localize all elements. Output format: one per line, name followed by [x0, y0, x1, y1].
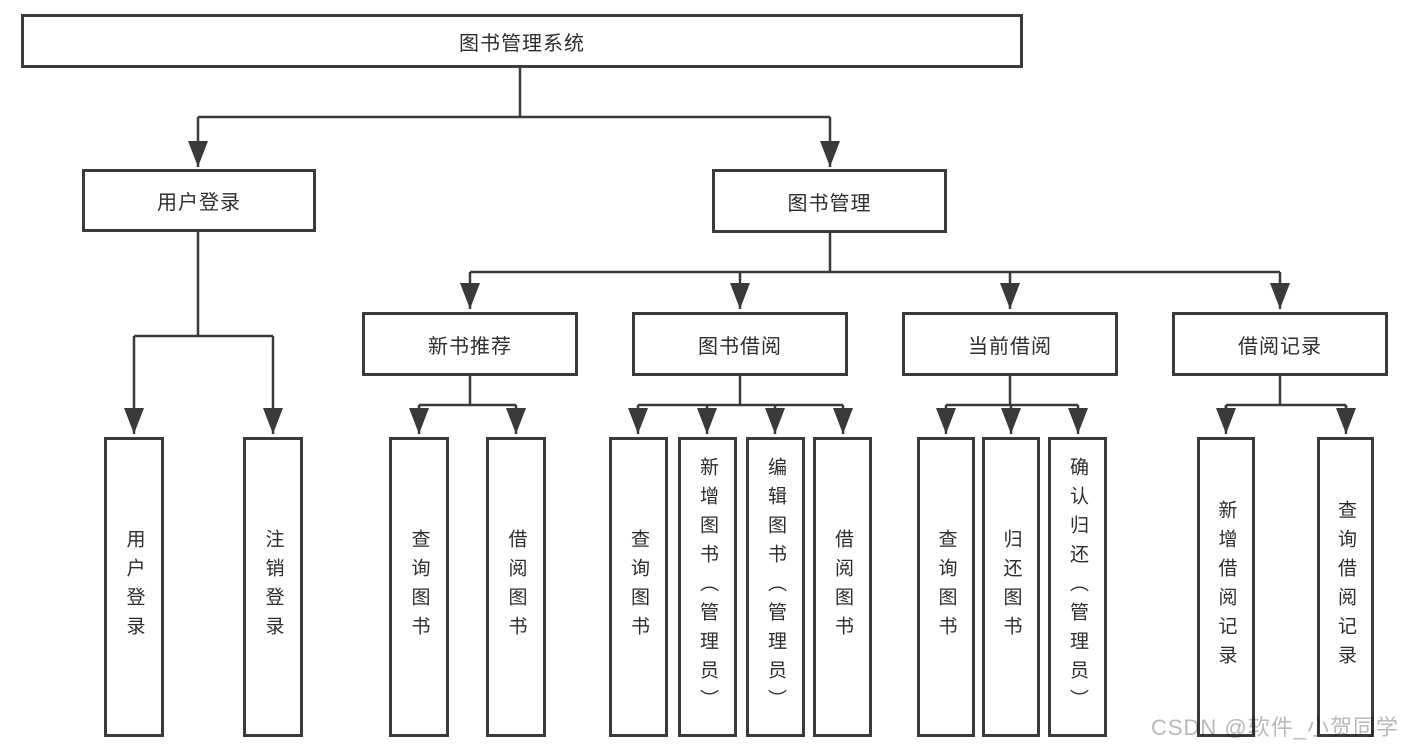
node-label: 当前借阅 — [968, 335, 1052, 358]
leaf-logout: 注销登录 — [243, 437, 303, 737]
leaf-query-borrow-record: 查询借阅记录 — [1317, 437, 1374, 737]
leaf-borrow-books-1: 借阅图书 — [486, 437, 546, 737]
node-label: 图书借阅 — [698, 335, 782, 358]
leaf-return-book: 归还图书 — [982, 437, 1040, 737]
node-book-management: 图书管理 — [712, 169, 947, 233]
leaf-confirm-return-admin: 确认归还（管理员） — [1048, 437, 1107, 737]
node-label: 查询借阅记录 — [1335, 500, 1356, 674]
node-label: 借阅图书 — [832, 529, 853, 645]
node-label: 新增借阅记录 — [1215, 500, 1237, 674]
leaf-edit-book-admin: 编辑图书（管理员） — [746, 437, 805, 737]
node-label: 查询图书 — [935, 529, 957, 645]
node-label: 查询图书 — [628, 529, 649, 645]
node-label: 查询图书 — [408, 529, 430, 645]
leaf-add-book-admin: 新增图书（管理员） — [678, 437, 737, 737]
node-label: 归还图书 — [1000, 529, 1022, 645]
node-label: 注销登录 — [262, 529, 284, 645]
node-label: 新书推荐 — [428, 335, 512, 358]
node-label: 编辑图书（管理员） — [765, 456, 786, 718]
node-user-login: 用户登录 — [82, 169, 316, 232]
node-book-borrowing: 图书借阅 — [632, 312, 848, 376]
node-current-borrowing: 当前借阅 — [902, 312, 1118, 376]
leaf-add-borrow-record: 新增借阅记录 — [1197, 437, 1255, 737]
node-label: 借阅记录 — [1238, 335, 1322, 358]
node-library-management-system: 图书管理系统 — [21, 14, 1023, 68]
node-label: 图书管理系统 — [459, 32, 585, 55]
leaf-query-books-2: 查询图书 — [609, 437, 668, 737]
leaf-query-books-1: 查询图书 — [389, 437, 449, 737]
leaf-user-login: 用户登录 — [104, 437, 164, 737]
node-label: 用户登录 — [157, 192, 241, 214]
node-label: 确认归还（管理员） — [1067, 456, 1088, 718]
watermark: CSDN @软件_小贺同学 — [1150, 715, 1399, 740]
leaf-query-books-3: 查询图书 — [917, 437, 975, 737]
node-label: 用户登录 — [123, 529, 145, 645]
node-label: 借阅图书 — [505, 529, 527, 645]
node-borrowing-records: 借阅记录 — [1172, 312, 1388, 376]
node-new-book-recommend: 新书推荐 — [362, 312, 578, 376]
node-label: 新增图书（管理员） — [697, 456, 718, 718]
node-label: 图书管理 — [787, 192, 872, 215]
leaf-borrow-books-2: 借阅图书 — [813, 437, 872, 737]
